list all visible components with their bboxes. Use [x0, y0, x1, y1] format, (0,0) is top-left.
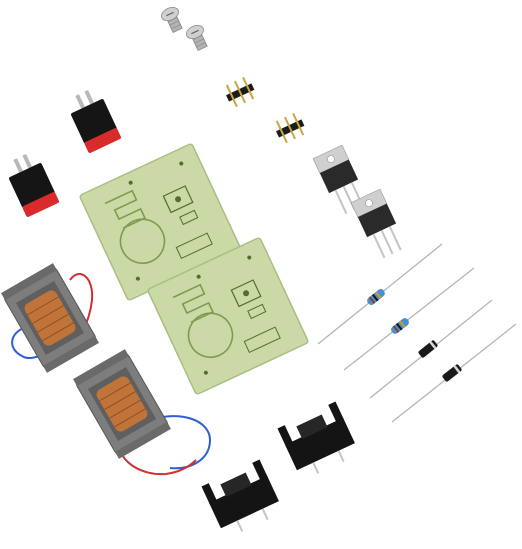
transistor-2 — [350, 188, 402, 259]
heatsink-2 — [201, 459, 279, 532]
transistor-1 — [312, 144, 364, 215]
screw-1 — [161, 6, 183, 33]
heatsink-1 — [277, 401, 355, 474]
screw-2 — [186, 24, 208, 51]
resistor-1 — [317, 243, 443, 345]
resistor-2 — [343, 267, 475, 371]
hv-coil-1 — [1, 263, 99, 373]
pin-header-1 — [225, 76, 255, 108]
diode-1 — [369, 299, 493, 399]
pcb-board-2 — [147, 237, 309, 395]
rocker-switch-1 — [71, 89, 121, 153]
diode-2 — [391, 323, 517, 423]
hv-coil-2 — [73, 349, 212, 476]
pin-header-2 — [275, 112, 305, 144]
rocker-switch-2 — [9, 153, 59, 217]
